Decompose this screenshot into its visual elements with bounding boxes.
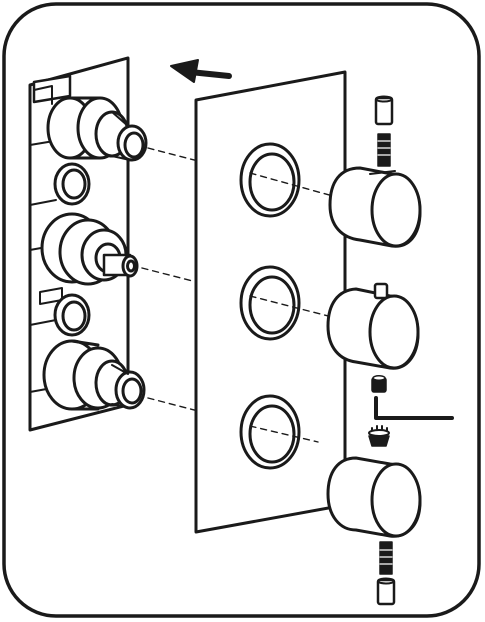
grub-screw bbox=[371, 375, 387, 393]
sleeve-insert-bottom bbox=[376, 577, 396, 606]
concealed-valve-body bbox=[28, 56, 148, 432]
plate-aperture-top bbox=[239, 142, 301, 218]
plate-aperture-middle bbox=[239, 265, 301, 341]
cover-plate bbox=[194, 70, 347, 534]
hex-key-icon bbox=[374, 396, 454, 420]
control-knob-bottom bbox=[326, 456, 422, 538]
valve-port-middle bbox=[40, 212, 139, 286]
sleeve-insert-top bbox=[374, 95, 394, 126]
spline-adapter bbox=[368, 425, 390, 447]
control-knob-middle bbox=[326, 282, 420, 370]
hex-nut-upper bbox=[53, 162, 91, 206]
hex-nut-lower bbox=[53, 293, 91, 337]
spindle-adapter-bottom bbox=[379, 541, 393, 575]
control-knob-top bbox=[328, 166, 422, 248]
valve-port-top bbox=[46, 96, 148, 162]
direction-arrow-left-icon bbox=[170, 59, 232, 83]
spindle-adapter-top bbox=[377, 133, 391, 167]
valve-port-bottom bbox=[42, 339, 146, 411]
plate-aperture-bottom bbox=[239, 394, 301, 470]
